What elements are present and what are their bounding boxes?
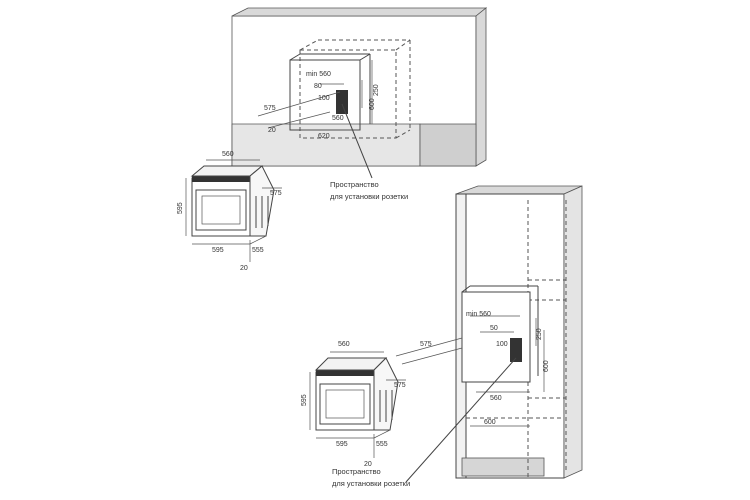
bottom-oven-dim-555: 555 — [376, 441, 388, 448]
top-cabinet-dim-min560: min 560 — [306, 71, 331, 78]
bottom-oven-drawing — [309, 351, 406, 458]
tall-cabinet-dim-250: 250 — [536, 328, 543, 340]
top-caption-line1: Пространство — [330, 180, 379, 189]
top-oven-dim-560: 560 — [222, 151, 234, 158]
tall-cabinet-dim-600: 600 — [543, 360, 550, 372]
tall-cabinet-dim-50: 50 — [490, 325, 498, 332]
top-oven-dim-595-width: 595 — [212, 247, 224, 254]
top-cabinet-dim-250: 250 — [373, 84, 380, 96]
tall-cabinet-dim-100: 100 — [496, 341, 508, 348]
top-oven-dim-575: 575 — [270, 190, 282, 197]
top-cabinet-dim-600: 600 — [369, 98, 376, 110]
top-cabinet-dim-620: 620 — [318, 133, 330, 140]
top-cabinet-dim-560: 560 — [332, 115, 344, 122]
bottom-oven-dim-595-height: 595 — [301, 394, 308, 406]
top-cabinet-dim-100: 100 — [318, 95, 330, 102]
top-oven-dim-555: 555 — [252, 247, 264, 254]
top-cabinet-drawing — [231, 7, 488, 179]
bottom-oven-dim-595-width: 595 — [336, 441, 348, 448]
bottom-caption-line2: для установки розетки — [332, 479, 410, 488]
bottom-caption-line1: Пространство — [332, 467, 381, 476]
top-oven-dim-595-height: 595 — [177, 202, 184, 214]
top-cabinet-dim-20: 20 — [268, 127, 276, 134]
top-oven-drawing — [185, 159, 282, 262]
top-oven-dim-20: 20 — [240, 265, 248, 272]
top-caption-line2: для установки розетки — [330, 192, 408, 201]
tall-cabinet-dim-min560: min 560 — [466, 311, 491, 318]
bottom-oven-dim-575: 575 — [394, 382, 406, 389]
bottom-oven-dim-20: 20 — [364, 461, 372, 468]
bottom-oven-dim-560: 560 — [338, 341, 350, 348]
tall-cabinet-dim-575: 575 — [420, 341, 432, 348]
top-cabinet-dim-80: 80 — [314, 83, 322, 90]
top-cabinet-dim-575: 575 — [264, 105, 276, 112]
tall-cabinet-drawing — [395, 185, 583, 483]
tall-cabinet-dim-600-width: 600 — [484, 419, 496, 426]
tall-cabinet-dim-560: 560 — [490, 395, 502, 402]
